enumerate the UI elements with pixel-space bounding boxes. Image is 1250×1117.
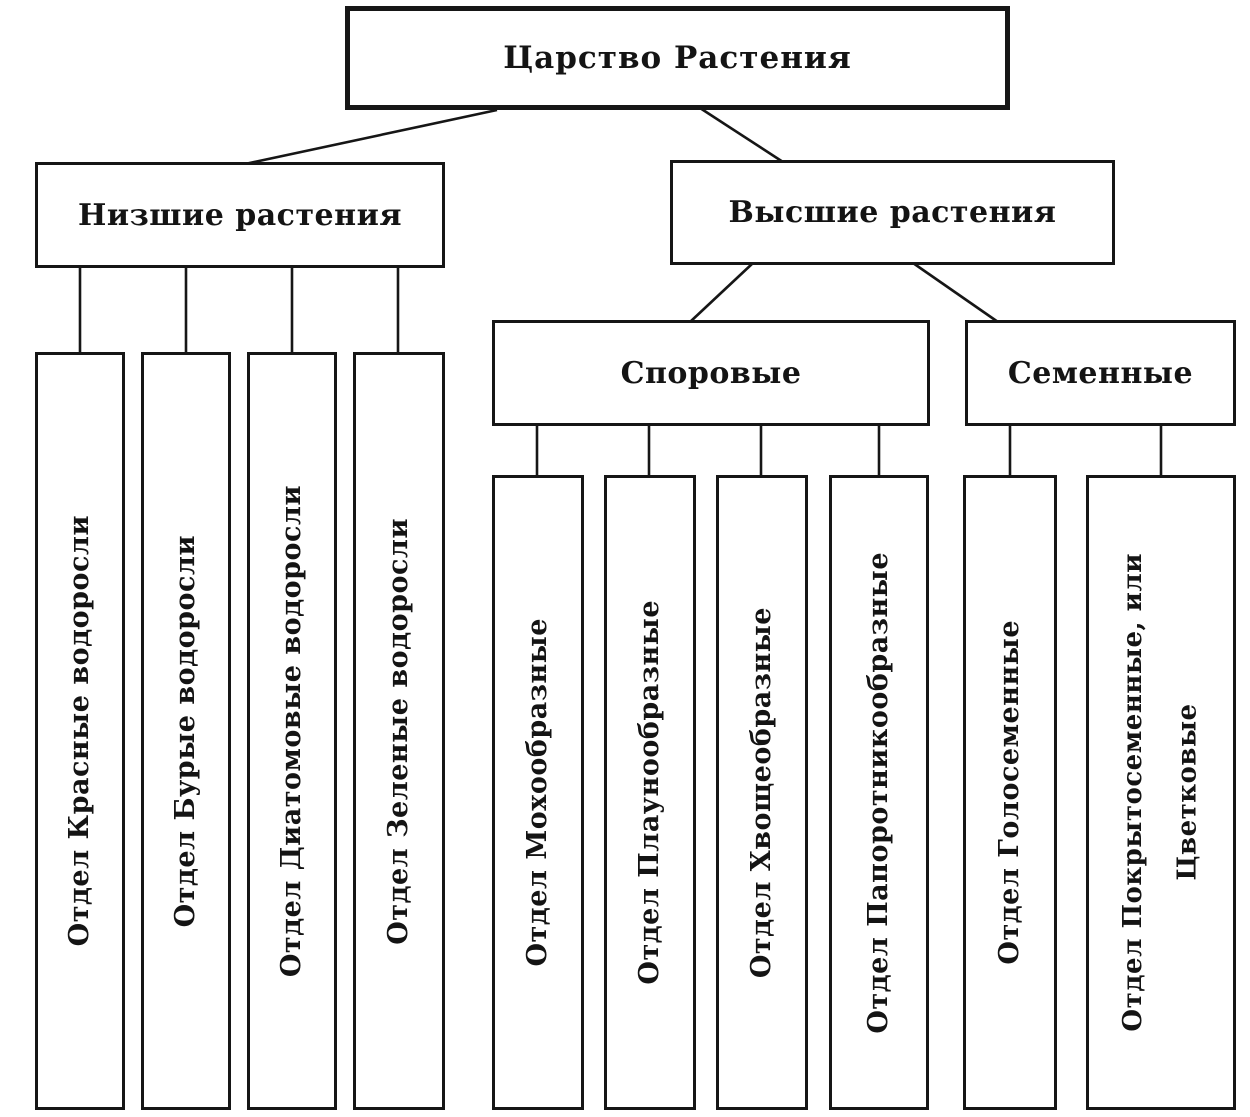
- division-angiosperms: Отдел Покрытосеменные, или Цветковые: [1086, 475, 1236, 1110]
- division-angiosperms-label: Отдел Покрытосеменные, или Цветковые: [1118, 553, 1203, 1032]
- division-gymnosperms-label: Отдел Голосеменные: [994, 620, 1026, 965]
- connector: [689, 262, 754, 323]
- division-horsetails-label: Отдел Хвощеобразные: [746, 606, 778, 979]
- connector: [244, 108, 498, 166]
- division-brown-algae: Отдел Бурые водоросли: [141, 352, 231, 1110]
- division-red-algae-label: Отдел Красные водоросли: [64, 515, 96, 947]
- division-brown-algae-label: Отдел Бурые водоросли: [170, 534, 202, 928]
- node-higher-plants: Высшие растения: [670, 160, 1115, 265]
- node-seed-plants-label: Семенные: [1007, 355, 1194, 391]
- division-clubmosses: Отдел Плаунообразные: [604, 475, 696, 1110]
- division-gymnosperms: Отдел Голосеменные: [963, 475, 1057, 1110]
- division-mosses: Отдел Мохообразные: [492, 475, 584, 1110]
- division-green-algae-label: Отдел Зеленые водоросли: [383, 517, 415, 945]
- division-horsetails: Отдел Хвощеобразные: [716, 475, 808, 1110]
- division-ferns: Отдел Папоротникообразные: [829, 475, 929, 1110]
- division-clubmosses-label: Отдел Плаунообразные: [634, 600, 666, 985]
- division-ferns-label: Отдел Папоротникообразные: [863, 551, 895, 1034]
- division-green-algae: Отдел Зеленые водоросли: [353, 352, 445, 1110]
- node-seed-plants: Семенные: [965, 320, 1236, 426]
- division-red-algae: Отдел Красные водоросли: [35, 352, 125, 1110]
- division-diatom-algae-label: Отдел Диатомовые водоросли: [276, 484, 308, 978]
- connector: [912, 261, 999, 324]
- node-kingdom-plants-label: Царство Растения: [503, 40, 852, 76]
- division-diatom-algae: Отдел Диатомовые водоросли: [247, 352, 337, 1110]
- node-lower-plants-label: Низшие растения: [78, 197, 402, 233]
- node-spore-plants-label: Споровые: [620, 355, 802, 391]
- node-kingdom-plants: Царство Растения: [345, 6, 1010, 110]
- connector: [699, 106, 784, 164]
- node-higher-plants-label: Высшие растения: [728, 195, 1057, 230]
- division-mosses-label: Отдел Мохообразные: [522, 618, 554, 967]
- node-spore-plants: Споровые: [492, 320, 930, 426]
- node-lower-plants: Низшие растения: [35, 162, 445, 268]
